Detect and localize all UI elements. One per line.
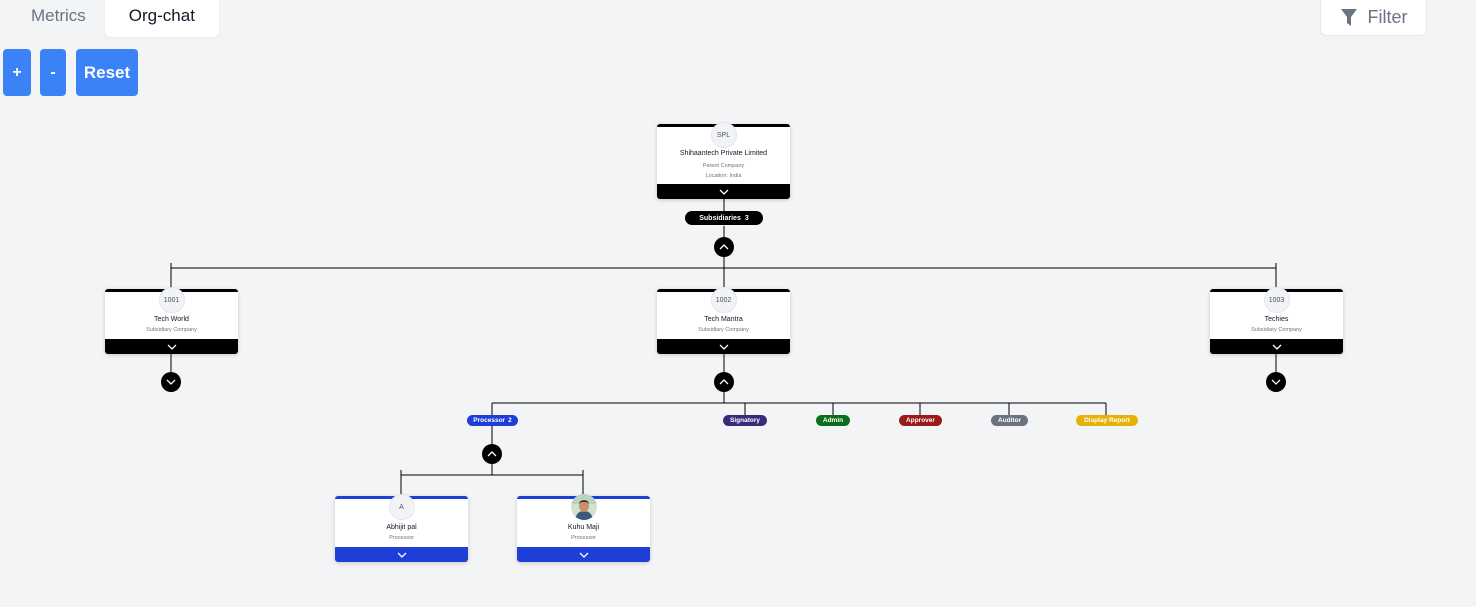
node-role: Processor — [389, 535, 414, 541]
root-collapse-button[interactable] — [714, 237, 734, 257]
role-label: Auditor — [997, 417, 1022, 424]
role-pill-display-report[interactable]: Display Report — [1076, 415, 1138, 426]
chevron-up-icon — [719, 379, 729, 385]
role-pill-signatory[interactable]: Signatory — [723, 415, 767, 426]
role-label: Display Report — [1084, 417, 1130, 424]
org-node-1001[interactable]: 1001 Tech World Subsidiary Company — [105, 287, 238, 354]
chevron-down-icon — [167, 344, 176, 350]
person-node-abhijit-pal[interactable]: A Abhijit pal Processor — [335, 494, 468, 562]
chevron-down-icon — [719, 344, 728, 350]
person-node-kuhu-maji[interactable]: Kuhu Maji Processor — [517, 494, 650, 562]
node-location: Location: India — [705, 173, 742, 179]
org-node-1003[interactable]: 1003 Techies Subsidiary Company — [1210, 287, 1343, 354]
chevron-down-icon — [579, 552, 588, 558]
role-label: Processor — [473, 417, 506, 424]
node-avatar: 1002 — [710, 287, 737, 313]
chevron-up-icon — [719, 244, 729, 250]
node-name: Abhijit pal — [386, 524, 417, 531]
tab-metrics[interactable]: Metrics — [31, 6, 86, 25]
org-node-1002[interactable]: 1002 Tech Mantra Subsidiary Company — [657, 287, 790, 354]
node-1001-expand-button[interactable] — [161, 372, 181, 392]
node-name: Shihaantech Private Limited — [679, 150, 768, 157]
role-pill-auditor[interactable]: Auditor — [991, 415, 1028, 426]
node-avatar: 1001 — [158, 287, 185, 313]
role-label: Signatory — [730, 417, 760, 424]
reset-button[interactable]: Reset — [76, 49, 138, 96]
filter-button[interactable]: Filter — [1320, 0, 1427, 36]
node-type: Subsidiary Company — [1251, 327, 1302, 333]
role-count: 2 — [508, 417, 512, 424]
node-expand-button[interactable] — [657, 339, 790, 354]
profile-photo — [570, 494, 597, 520]
chevron-down-icon — [1271, 379, 1281, 385]
node-1003-expand-button[interactable] — [1266, 372, 1286, 392]
subsidiaries-label: Subsidiaries — [699, 214, 741, 222]
node-avatar: 1003 — [1263, 287, 1290, 313]
node-role: Processor — [571, 535, 596, 541]
subsidiaries-badge[interactable]: Subsidiaries 3 — [685, 211, 763, 225]
node-type: Parent Company — [702, 163, 745, 169]
node-expand-button[interactable] — [517, 547, 650, 562]
node-expand-button[interactable] — [657, 184, 790, 199]
node-avatar: A — [388, 494, 415, 520]
role-pill-approver[interactable]: Approver — [899, 415, 942, 426]
node-expand-button[interactable] — [105, 339, 238, 354]
filter-icon — [1340, 8, 1358, 28]
chevron-down-icon — [1272, 344, 1281, 350]
subsidiaries-count: 3 — [744, 214, 749, 222]
filter-label: Filter — [1367, 7, 1408, 27]
tab-bar: Metrics Org-chat — [0, 0, 219, 37]
tab-org-chat[interactable]: Org-chat — [104, 0, 219, 37]
role-pill-admin[interactable]: Admin — [816, 415, 850, 426]
node-avatar: SPL — [710, 122, 737, 148]
node-type: Subsidiary Company — [146, 327, 197, 333]
chevron-up-icon — [487, 451, 497, 457]
node-1002-collapse-button[interactable] — [714, 372, 734, 392]
node-name: Techies — [1264, 316, 1289, 323]
org-node-root[interactable]: SPL Shihaantech Private Limited Parent C… — [657, 122, 790, 199]
processor-collapse-button[interactable] — [482, 444, 502, 464]
node-expand-button[interactable] — [335, 547, 468, 562]
node-name: Tech Mantra — [704, 316, 743, 323]
role-pill-processor[interactable]: Processor 2 — [467, 415, 518, 426]
role-label: Approver — [906, 417, 935, 424]
role-label: Admin — [822, 417, 844, 424]
chevron-down-icon — [719, 189, 728, 195]
node-type: Subsidiary Company — [698, 327, 749, 333]
zoom-in-button[interactable]: + — [3, 49, 31, 96]
chevron-down-icon — [166, 379, 176, 385]
node-name: Tech World — [154, 316, 189, 323]
node-expand-button[interactable] — [1210, 339, 1343, 354]
node-name: Kuhu Maji — [567, 524, 600, 531]
zoom-out-button[interactable]: - — [40, 49, 66, 96]
chevron-down-icon — [397, 552, 406, 558]
